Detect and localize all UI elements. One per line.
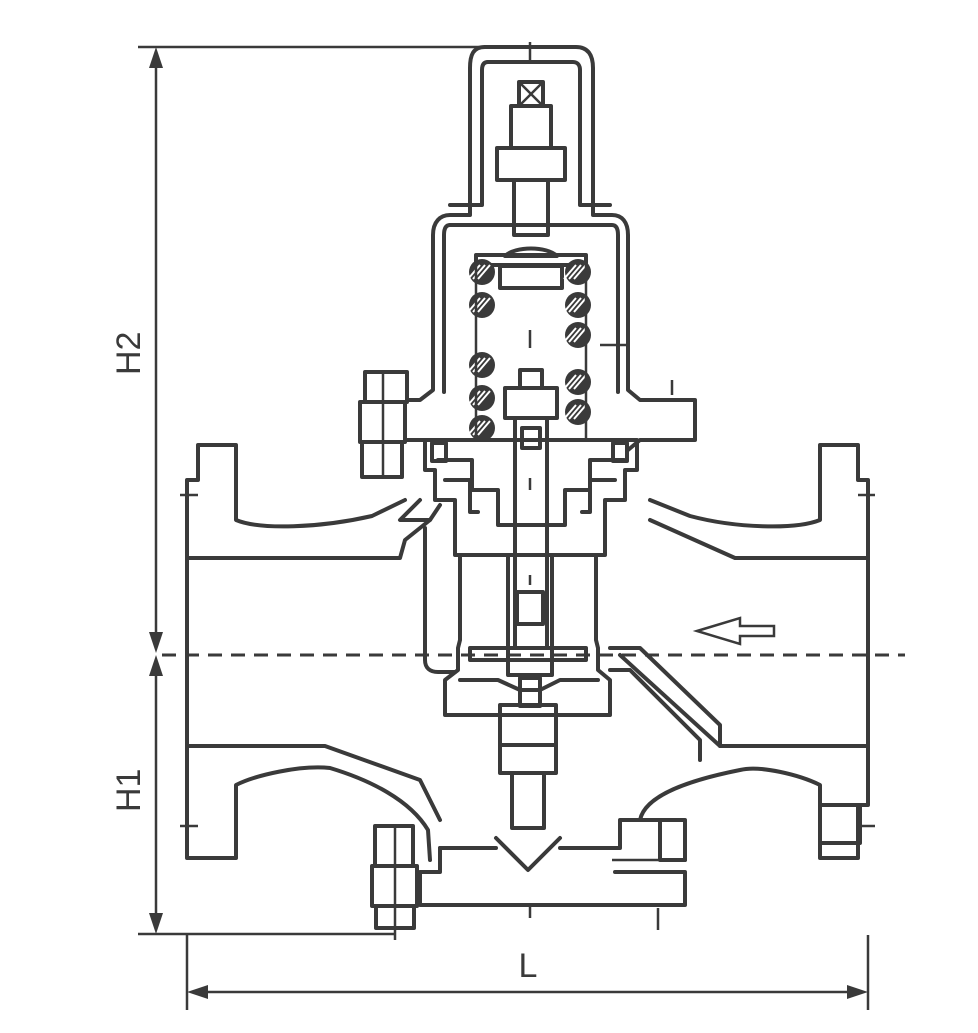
spring-coil-hatch (467, 264, 481, 280)
spring-coil-hatch (563, 374, 577, 390)
spring-coils (467, 259, 591, 441)
spring-coil-hatch (573, 327, 587, 343)
dimension-l (185, 935, 870, 1010)
spring-coil-hatch (563, 297, 577, 313)
adjusting-screw (474, 80, 588, 290)
spring-coil-hatch (568, 374, 582, 390)
outlet-channel (608, 646, 722, 762)
spring-coil-hatch (563, 327, 577, 343)
spring-coil-hatch (477, 297, 491, 313)
spring-coil-hatch (477, 390, 491, 406)
label-h1: H1 (110, 769, 148, 812)
spring-coil-hatch (563, 404, 577, 420)
spring-coil-hatch (467, 420, 481, 436)
spring-coil-hatch (568, 297, 582, 313)
spring-coil-hatch (467, 297, 481, 313)
spring-coil-hatch (467, 357, 481, 373)
bonnet-housing (406, 45, 697, 452)
spring-coil-hatch (573, 404, 587, 420)
right-flange (618, 443, 875, 860)
diaphragm-chamber (423, 438, 639, 557)
pressure-fitting (358, 370, 442, 522)
spring-coil-hatch (573, 374, 587, 390)
dimension-h2 (138, 45, 530, 653)
spring-coil-hatch (568, 264, 582, 280)
label-l: L (519, 947, 538, 985)
spring-coil-hatch (568, 404, 582, 420)
spring-coil-hatch (568, 327, 582, 343)
spring-stem (503, 368, 559, 650)
label-h2: H2 (110, 332, 148, 375)
flow-arrow-icon (692, 616, 776, 646)
main-valve (423, 526, 612, 872)
spring-coil-hatch (573, 297, 587, 313)
spring-coil-hatch (477, 264, 491, 280)
spring-coil-hatch (467, 390, 481, 406)
valve-body-bottom (370, 818, 687, 940)
dimension-h1 (138, 655, 395, 936)
spring-coil-hatch (563, 264, 577, 280)
spring-coil-hatch (477, 357, 491, 373)
center-ticks (528, 330, 674, 930)
left-flange (180, 443, 442, 862)
spring-coil-hatch (573, 264, 587, 280)
spring-coil-hatch (477, 420, 491, 436)
